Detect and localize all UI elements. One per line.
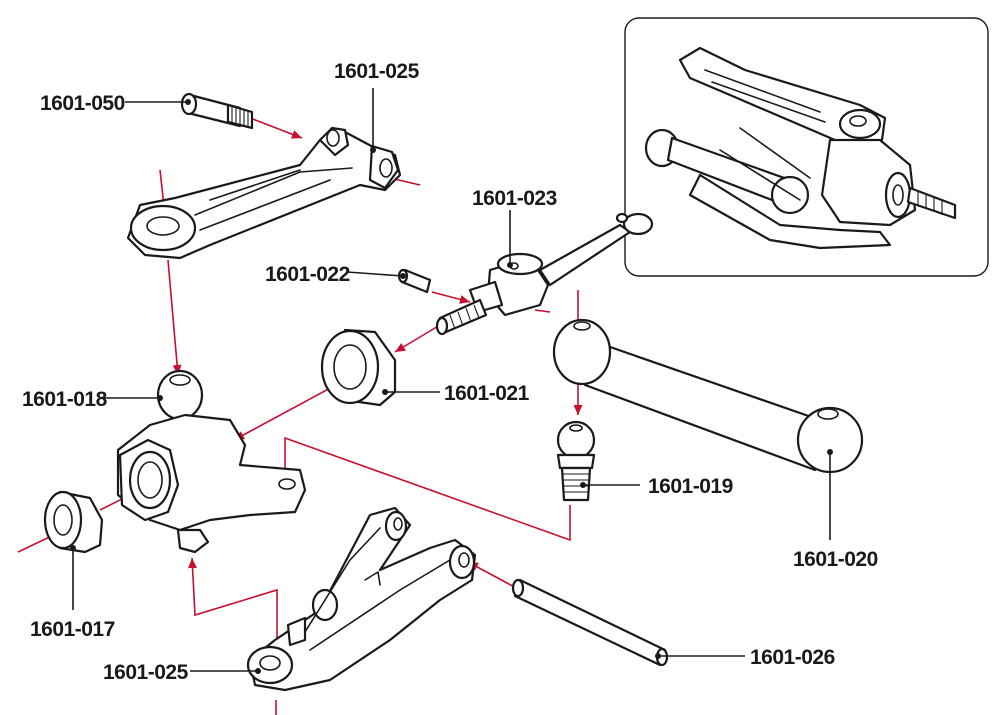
inset-tierod-end-b: [770, 175, 810, 215]
label-1601-025-lower: 1601-025: [103, 661, 189, 684]
label-1601-017: 1601-017: [30, 618, 115, 641]
arrow-pin-to-driveshaft: [431, 291, 471, 304]
leader-lines: [70, 88, 833, 674]
arrow-ball-stud-to-knuckle: [280, 436, 571, 542]
part-1601-023-driveshaft: [435, 212, 654, 336]
label-1601-025-upper: 1601-025: [334, 60, 420, 83]
label-1601-050: 1601-050: [40, 92, 125, 115]
part-1601-020-tierod: [552, 318, 864, 474]
inset-upper-arm-ball: [838, 108, 882, 140]
inset-axle: [906, 186, 957, 220]
part-1601-050-pin: [180, 92, 254, 130]
part-1601-019-ball-stud: [556, 420, 596, 502]
label-1601-021: 1601-021: [444, 382, 530, 405]
label-1601-020: 1601-020: [793, 548, 878, 571]
part-1601-017-bearing: [43, 490, 104, 554]
part-1601-018-ball: [156, 369, 204, 421]
steering-knuckle: [116, 413, 307, 554]
arrow-hinge-pin-to-lower-arm: [467, 561, 521, 591]
assembled-view-inset: [624, 17, 989, 277]
label-1601-023: 1601-023: [472, 187, 557, 210]
arrow-pin-to-upper-arm: [249, 117, 303, 139]
part-1601-025-lower-arm: [246, 506, 477, 692]
inset-bearing: [884, 171, 912, 219]
part-1601-021-bearing: [320, 328, 397, 407]
part-1601-025-upper-arm: [126, 126, 402, 260]
inset-lower-arm: [688, 173, 892, 250]
label-1601-019: 1601-019: [648, 475, 733, 498]
arrow-driveshaft-tail: [534, 309, 551, 313]
label-1601-026: 1601-026: [750, 646, 835, 669]
label-1601-018: 1601-018: [22, 388, 108, 411]
part-1601-026-hinge-pin: [511, 578, 669, 667]
arrow-lower-arm-to-knuckle: [188, 557, 278, 655]
label-1601-022: 1601-022: [265, 263, 350, 286]
arrow-upper-arm-to-ball: [167, 259, 182, 376]
part-labels: 1601-050 1601-025 1601-023 1601-022 1601…: [22, 60, 878, 684]
